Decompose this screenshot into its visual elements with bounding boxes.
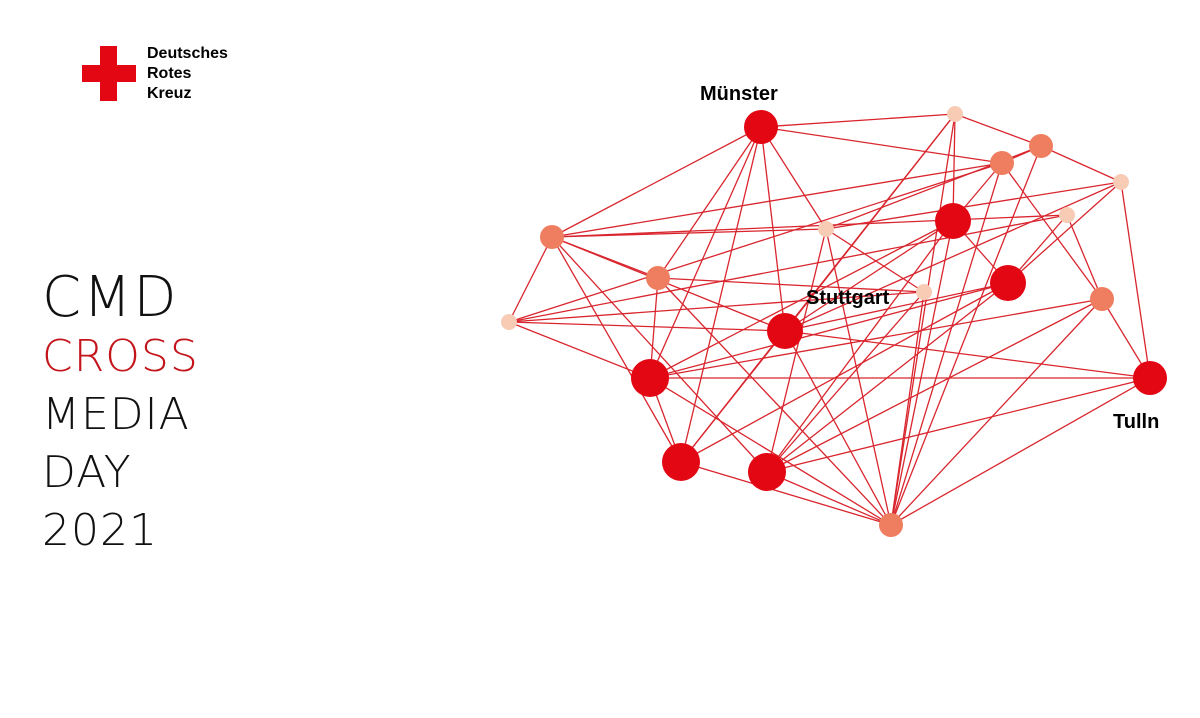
- network-edge: [766, 377, 1151, 473]
- brand-line-1: Deutsches: [147, 45, 228, 62]
- drk-logo: Deutsches Rotes Kreuz: [82, 44, 282, 106]
- red-cross-icon-bar: [82, 65, 136, 82]
- network-edge: [766, 228, 827, 473]
- network-edge: [508, 321, 651, 379]
- network-edge: [649, 298, 1103, 379]
- network-edge: [766, 471, 892, 526]
- network-edge: [890, 298, 1103, 526]
- network-edge: [784, 220, 954, 332]
- event-title-day: DAY: [42, 447, 132, 498]
- network-node-n-bottom-2: [748, 453, 786, 491]
- network-node-n-tr1: [1029, 134, 1053, 158]
- network-edge: [1120, 181, 1151, 379]
- network-edge: [551, 214, 1068, 238]
- network-node-n-tr2: [990, 151, 1014, 175]
- network-edge: [649, 282, 1009, 379]
- network-edge: [508, 321, 786, 332]
- network-edge: [551, 126, 762, 238]
- label-stuttgart: Stuttgart: [806, 287, 890, 309]
- network-nodes: [501, 106, 1167, 537]
- brand-name: Deutsches Rotes Kreuz: [147, 44, 228, 104]
- network-node-n-bottom-1: [662, 443, 700, 481]
- network-edge: [508, 214, 1068, 323]
- network-edge: [508, 162, 1003, 323]
- network-edge: [825, 181, 1122, 230]
- network-edge: [649, 377, 892, 526]
- event-title-year: 2021: [42, 505, 158, 556]
- network-edge: [760, 126, 827, 230]
- network-edge: [1040, 145, 1122, 183]
- network-node-n-left-big: [631, 359, 669, 397]
- network-edges: [508, 113, 1151, 526]
- network-node-muenster: [744, 110, 778, 144]
- network-edge: [551, 236, 659, 279]
- network-node-n-mid-light: [818, 221, 834, 237]
- label-muenster: Münster: [700, 83, 778, 105]
- network-node-n-far-left-light: [501, 314, 517, 330]
- network-edge: [825, 228, 892, 526]
- network-edge: [760, 126, 1003, 164]
- network-edge: [657, 126, 762, 279]
- network-edge: [784, 282, 1009, 332]
- network-node-n-big-1: [935, 203, 971, 239]
- brand-line-3: Kreuz: [147, 85, 192, 102]
- network-edge: [954, 113, 1042, 147]
- network-edge: [766, 291, 925, 473]
- brand-line-2: Rotes: [147, 65, 192, 82]
- network-edge: [766, 298, 1103, 473]
- network-edge: [680, 461, 892, 526]
- network-edge: [508, 291, 925, 323]
- network-node-stuttgart: [767, 313, 803, 349]
- network-edge: [649, 126, 762, 379]
- network-edge: [760, 113, 956, 128]
- network-edge: [657, 277, 892, 526]
- network-edge: [1066, 214, 1103, 300]
- network-edge: [551, 236, 682, 463]
- network-edge: [784, 181, 1122, 332]
- label-tulln: Tulln: [1113, 411, 1159, 433]
- event-title-cmd: CMD: [42, 265, 179, 330]
- event-title: CMD CROSS MEDIA DAY 2021: [42, 268, 199, 560]
- network-edge: [766, 220, 954, 473]
- network-edge: [784, 330, 892, 526]
- network-edge: [1007, 181, 1122, 284]
- network-edge: [890, 377, 1151, 526]
- network-edge: [680, 330, 786, 463]
- event-title-cross: CROSS: [42, 331, 199, 382]
- network-node-n-stuttgart-light: [916, 284, 932, 300]
- network-edge: [551, 236, 768, 473]
- network-edge: [890, 220, 954, 526]
- network-node-n-left-med2: [646, 266, 670, 290]
- network-node-n-right-light: [1059, 207, 1075, 223]
- network-node-n-top-light: [947, 106, 963, 122]
- network-edge: [680, 282, 1009, 463]
- network-edge: [760, 126, 786, 332]
- network-edge: [551, 162, 1003, 238]
- network-node-n-left-med: [540, 225, 564, 249]
- network-edge: [784, 330, 1151, 379]
- network-edge: [890, 113, 956, 526]
- network-edge: [890, 162, 1003, 526]
- network-edge: [649, 220, 954, 379]
- network-node-tulln: [1133, 361, 1167, 395]
- network-edge: [508, 236, 553, 323]
- network-edge: [1001, 162, 1103, 300]
- network-edge: [657, 277, 925, 293]
- network-edge: [890, 145, 1042, 526]
- network-node-n-bottom-med: [879, 513, 903, 537]
- network-edge: [551, 228, 827, 238]
- event-title-media: MEDIA: [42, 389, 190, 440]
- network-edge: [680, 126, 762, 463]
- network-node-n-big-2: [990, 265, 1026, 301]
- network-node-n-right-med: [1090, 287, 1114, 311]
- network-edge: [766, 282, 1009, 473]
- network-edge: [890, 291, 925, 526]
- network-node-n-far-right-light: [1113, 174, 1129, 190]
